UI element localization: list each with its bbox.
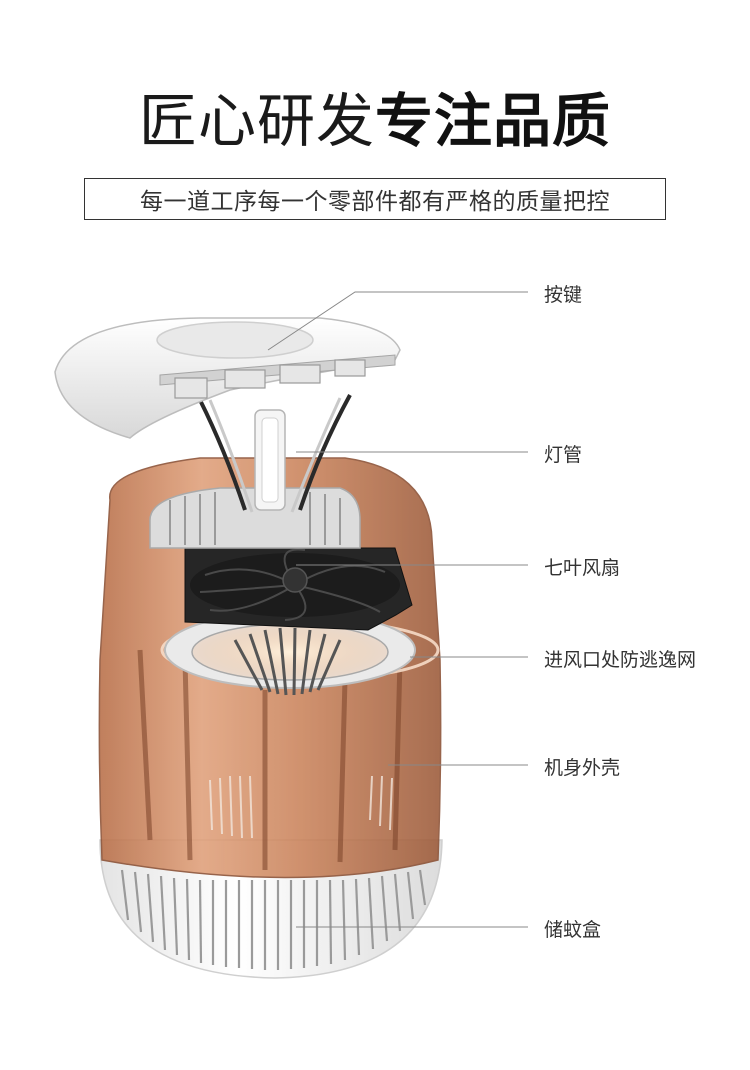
upper-grill bbox=[169, 492, 341, 545]
top-cap bbox=[54, 317, 401, 439]
callout-label-lamp: 灯管 bbox=[544, 444, 583, 466]
callout-label-vent: 进风口处防逃逸网 bbox=[544, 649, 697, 671]
callout-line-button bbox=[267, 291, 528, 351]
callout-label-box: 储蚊盒 bbox=[544, 919, 602, 941]
net-spokes bbox=[233, 627, 342, 696]
anti-escape-net bbox=[164, 611, 416, 696]
subtitle: 每一道工序每一个零部件都有严格的质量把控 bbox=[140, 189, 610, 215]
callout-lines bbox=[267, 291, 528, 928]
inner-grill bbox=[209, 775, 393, 839]
callout-label-button: 按键 bbox=[544, 284, 583, 306]
cap-structure bbox=[174, 359, 366, 399]
callout-label-shell: 机身外壳 bbox=[544, 757, 621, 779]
button bbox=[156, 321, 314, 359]
subtitle-box: 每一道工序每一个零部件都有严格的质量把控 bbox=[84, 178, 666, 220]
title-bold: 专注品质 bbox=[375, 87, 612, 155]
page-title: 匠心研发专注品质 bbox=[0, 86, 750, 156]
title-light: 匠心研发 bbox=[138, 87, 375, 155]
callout-label-fan: 七叶风扇 bbox=[544, 557, 621, 579]
upper-housing bbox=[149, 487, 361, 549]
seven-blade-fan bbox=[184, 547, 413, 631]
shell-ribs bbox=[137, 649, 403, 870]
box-vent-slots bbox=[120, 869, 427, 970]
lamp-tube bbox=[198, 394, 352, 513]
